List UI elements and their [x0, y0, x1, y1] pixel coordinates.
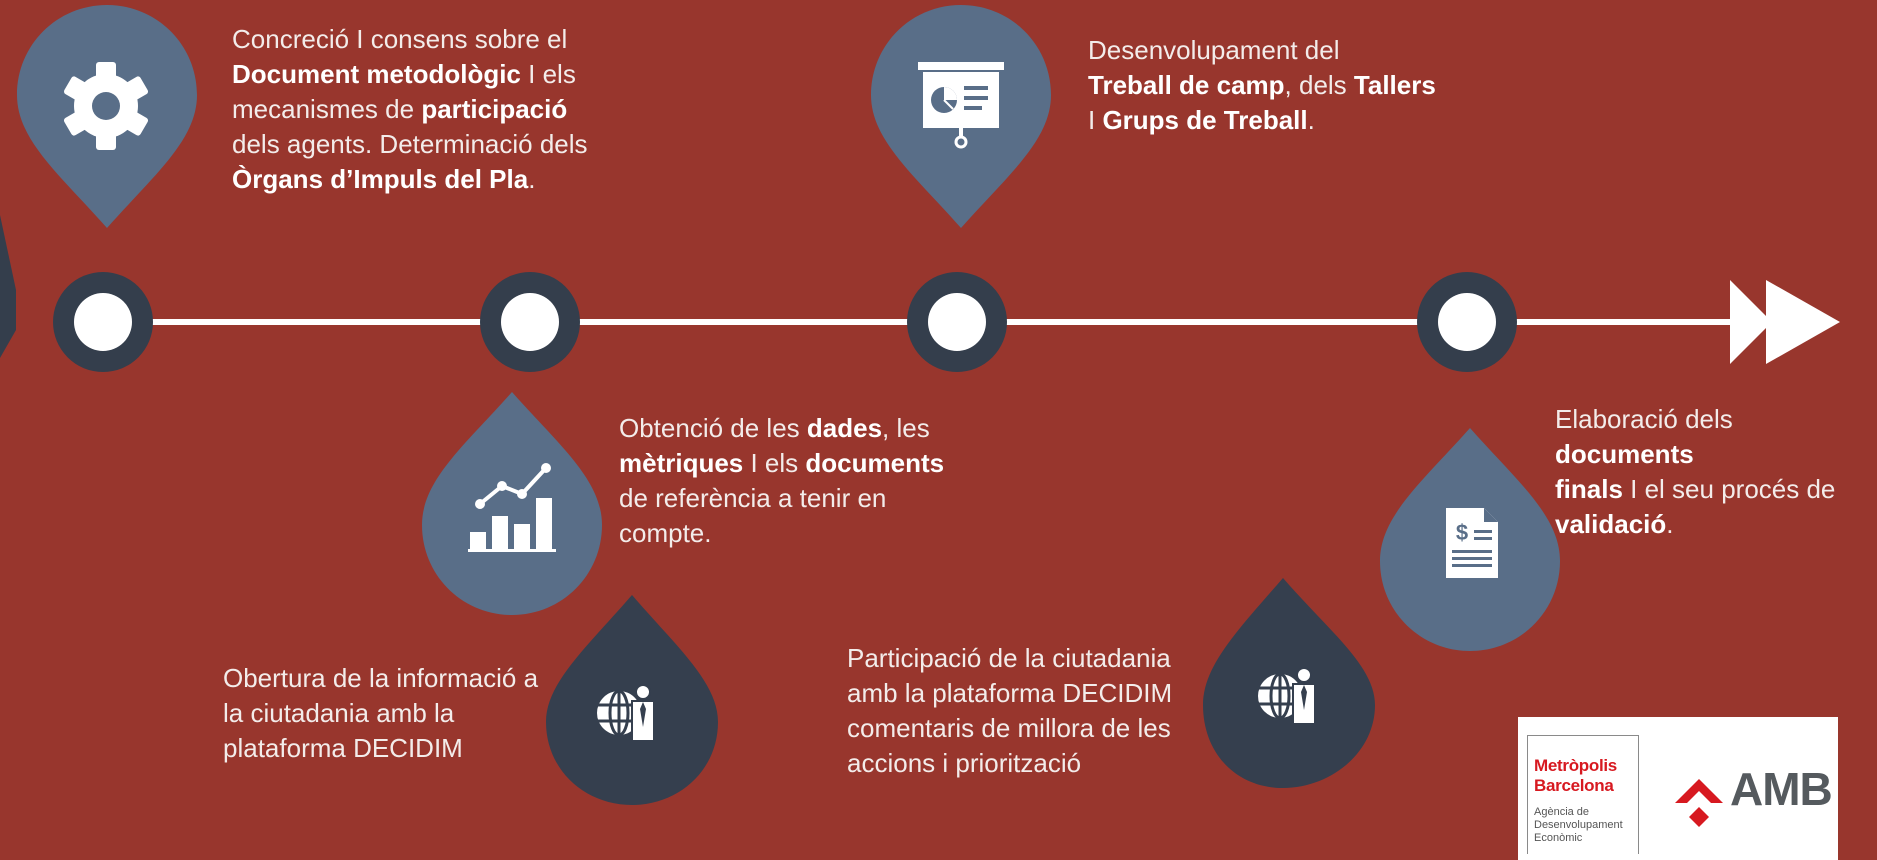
- citizen-step-1-text: Obertura de la informació a la ciutadania…: [223, 661, 538, 766]
- body-text: plataforma DECIDIM: [223, 733, 463, 763]
- body-text: Obertura de la informació a: [223, 663, 539, 693]
- metropolis-sub2: Desenvolupament: [1534, 819, 1623, 831]
- growth-chart-icon: [468, 463, 556, 552]
- presentation-board-icon: [918, 62, 1004, 149]
- logo-panel: Metròpolis Barcelona Agència de Desenvol…: [1518, 717, 1838, 860]
- metropolis-line2: Barcelona: [1534, 776, 1614, 795]
- highlight-text: Treball de camp: [1088, 70, 1285, 100]
- highlight-text: dades: [806, 413, 883, 443]
- body-text: .: [1307, 105, 1315, 135]
- highlight-text: Tallers: [1353, 70, 1436, 100]
- invoice-document-icon: $: [1446, 508, 1498, 578]
- pin-marker: [871, 5, 1051, 228]
- metropolis-sub3: Econòmic: [1534, 832, 1583, 844]
- highlight-text: Document metodològic: [232, 59, 521, 89]
- citizen-step-2-text: Participació de la ciutadania amb la plat…: [847, 641, 1172, 781]
- body-text: Desenvolupament del: [1088, 35, 1340, 65]
- body-text: de referència a tenir en: [619, 483, 887, 513]
- body-text: , les: [882, 413, 930, 443]
- highlight-text: documents: [1555, 439, 1694, 469]
- arrow-head-icon: [1730, 280, 1772, 364]
- body-text: I els: [520, 59, 576, 89]
- body-text: .: [528, 164, 536, 194]
- highlight-text: finals: [1555, 474, 1623, 504]
- body-text: Participació de la ciutadania: [847, 643, 1171, 673]
- body-text: I: [1088, 105, 1103, 135]
- highlight-text: validació: [1555, 509, 1667, 539]
- edge-shape: [0, 215, 16, 358]
- svg-text:$: $: [1456, 520, 1468, 545]
- body-text: Elaboració dels: [1555, 404, 1733, 434]
- arrow-head-icon: [1766, 280, 1840, 364]
- highlight-text: participació: [421, 94, 568, 124]
- global-person-icon: [597, 684, 655, 742]
- timeline-node: [480, 272, 580, 372]
- body-text: Obtenció de les: [619, 413, 807, 443]
- body-text: la ciutadania amb la: [223, 698, 455, 728]
- pin-marker-dark: [546, 595, 718, 805]
- step-2-text: Obtenció de les dades, les mètriques I el…: [619, 411, 944, 551]
- body-text: dels agents. Determinació dels: [232, 129, 588, 159]
- timeline-node: [1417, 272, 1517, 372]
- amb-logo-text: AMB: [1730, 763, 1833, 815]
- body-text: I el seu procés de: [1622, 474, 1836, 504]
- metropolis-line1: Metròpolis: [1534, 756, 1617, 775]
- gear-icon: [63, 62, 149, 150]
- step-1-text: Concreció I consens sobre el Document met…: [232, 22, 588, 197]
- pin-marker: $: [1380, 428, 1560, 651]
- body-text: , dels: [1284, 70, 1354, 100]
- amb-diamond-icon: [1675, 779, 1723, 827]
- highlight-text: documents: [805, 448, 945, 478]
- pin-marker: [17, 5, 197, 228]
- timeline-node: [907, 272, 1007, 372]
- body-text: mecanismes de: [232, 94, 422, 124]
- global-person-icon: [1258, 667, 1316, 725]
- timeline-node: [53, 272, 153, 372]
- pin-marker: [422, 392, 602, 615]
- body-text: compte.: [619, 518, 712, 548]
- highlight-text: Grups de Treball: [1102, 105, 1308, 135]
- pin-marker-dark: [1203, 578, 1375, 788]
- body-text: accions i priorització: [847, 748, 1082, 778]
- metropolis-barcelona-logo: Metròpolis Barcelona Agència de Desenvol…: [1527, 735, 1639, 854]
- body-text: .: [1666, 509, 1674, 539]
- body-text: I els: [743, 448, 806, 478]
- step-4-text: Elaboració dels documents finals I el seu…: [1555, 402, 1877, 542]
- body-text: amb la plataforma DECIDIM: [847, 678, 1173, 708]
- highlight-text: Òrgans d’Impuls del Pla: [232, 164, 529, 194]
- body-text: Concreció I consens sobre el: [232, 24, 568, 54]
- body-text: comentaris de millora de les: [847, 713, 1171, 743]
- highlight-text: mètriques: [619, 448, 744, 478]
- metropolis-sub1: Agència de: [1534, 806, 1590, 818]
